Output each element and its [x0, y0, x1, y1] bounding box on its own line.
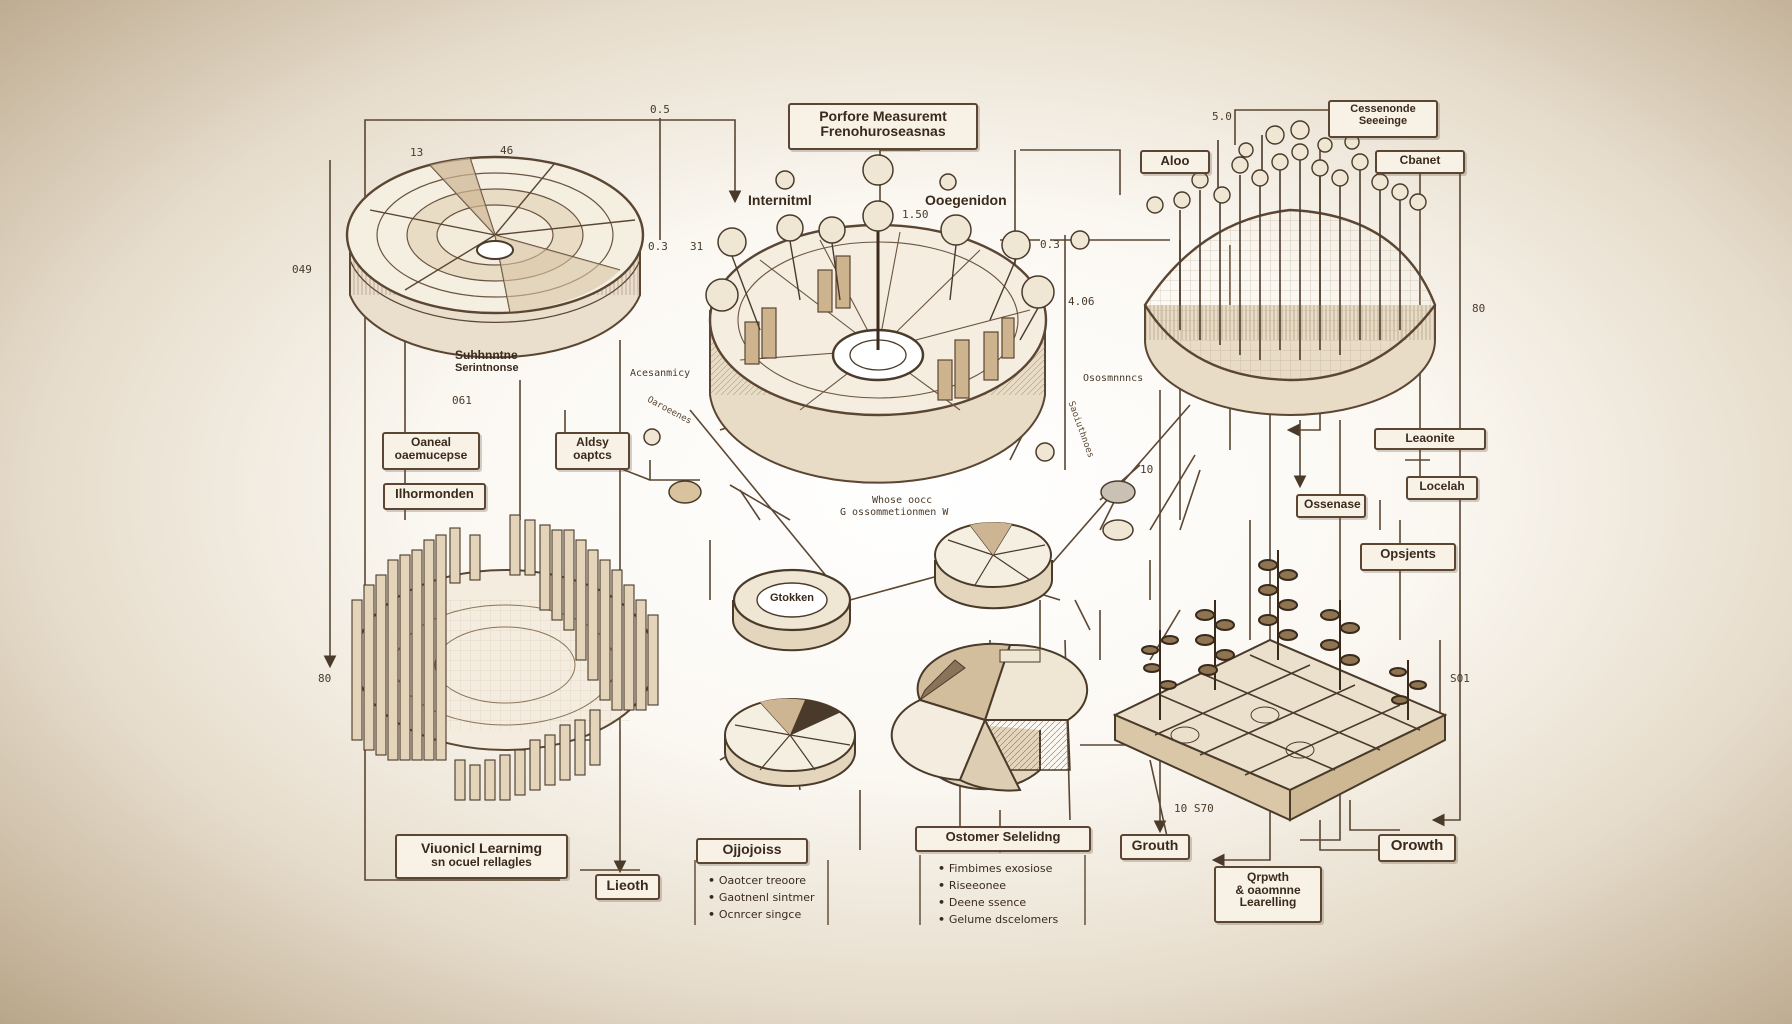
center-caption-line1: Whose oocc [872, 495, 933, 506]
title-box: Porfore Measuremt Frenohuroseasnas [788, 103, 978, 150]
central-disc [705, 154, 1055, 484]
box-lieoth: Lieoth [595, 874, 660, 900]
wheel-label-line1: Suhhnntne [455, 348, 518, 362]
box-ilhormonden: Ilhormonden [383, 483, 486, 510]
annot-13: 13 [410, 146, 424, 159]
oaneal-line1: Oaneal [410, 435, 452, 449]
annot-top-right: 5.0 [1212, 110, 1232, 123]
aldsy-line1: Aldsy [576, 435, 609, 449]
box-grouth: Grouth [1120, 834, 1190, 860]
bullet-brackets [694, 855, 1086, 925]
pie-bottom-left [724, 698, 856, 787]
viuonicl-line2: sn ocuel rellagles [431, 854, 532, 869]
wheel-label-line2: Serintnonse [455, 362, 519, 374]
qrpwth-line1: Qrpwth [1247, 870, 1289, 884]
exploded-pie [890, 642, 1089, 792]
annot-061: 061 [452, 394, 472, 407]
annot-10-s70: 10 S70 [1174, 802, 1214, 815]
title-line2: Frenohuroseasnas [820, 122, 946, 139]
annot-top-left: 0.5 [650, 103, 670, 116]
annot-08: 0.3 [1040, 238, 1060, 251]
objectss-item-2: Gaotnenl sintmer [708, 889, 815, 906]
pin-field-disc [1143, 120, 1437, 416]
box-cbanet: Cbanet [1375, 150, 1465, 174]
box-cessenonde: Cessenonde Seeeinge [1328, 100, 1438, 138]
label-internitml: Internitml [748, 192, 812, 208]
oaneal-line2: oaemucepse [394, 447, 468, 462]
box-ossenase: Ossenase [1296, 494, 1366, 518]
box-ostomer-selelidng: Ostomer Selelidng [915, 826, 1091, 852]
aldsy-line2: oaptcs [573, 447, 612, 462]
hub-disc [732, 568, 852, 652]
annot-049: 049 [292, 263, 312, 276]
box-leaonite: Leaonite [1374, 428, 1486, 450]
annot-s01: S01 [1450, 672, 1470, 685]
cessence-line1: Cessenonde [1350, 103, 1416, 115]
customer-item-3: Deene ssence [938, 894, 1058, 911]
bar-ring [351, 514, 659, 801]
decorative-knobs [643, 230, 1136, 541]
qrpwth-line3: Learelling [1239, 895, 1297, 910]
box-opsjents: Opsjents [1360, 543, 1456, 571]
annot-46: 46 [500, 144, 514, 157]
annot-31: 31 [690, 240, 704, 253]
customer-item-4: Gelume dscelomers [938, 911, 1058, 928]
qrpwth-line2: & oaomnne [1235, 882, 1301, 897]
box-aloo: Aloo [1140, 150, 1210, 174]
box-locelah: Locelah [1406, 476, 1478, 500]
box-qrpwth-learning: Qrpwth & oaomnne Learelling [1214, 866, 1322, 923]
viuonicl-line1: Viuonicl Learnimg [420, 840, 543, 856]
pie-wheel-disc [345, 155, 645, 359]
plant-grid [1112, 550, 1448, 822]
annot-150: 1.50 [902, 208, 929, 221]
box-viuonicl-learning: Viuonicl Learnimg sn ocuel rellagles [395, 834, 568, 879]
customer-item-1: Fimbimes exosiose [938, 860, 1058, 877]
annot-406: 4.06 [1068, 295, 1095, 308]
annot-80: 80 [318, 672, 332, 685]
annot-89: 80 [1472, 302, 1486, 315]
customer-list: Fimbimes exosiose Riseeonee Deene ssence… [938, 860, 1058, 928]
hub-label: Gtokken [770, 592, 815, 604]
annot-10: 10 [1140, 463, 1154, 476]
box-aldsy: Aldsy oaptcs [555, 432, 630, 470]
customer-item-2: Riseeonee [938, 877, 1058, 894]
side-note-1: Acesanmicy [630, 368, 691, 379]
center-caption-line2: G ossommetionmen W [840, 507, 949, 518]
box-ojjojoiss: Ojjojoiss [696, 838, 808, 864]
objectss-item-1: Oaotcer treoore [708, 872, 815, 889]
label-ooegenidon: Ooegenidon [925, 192, 1007, 208]
objectss-item-3: Ocnrcer singce [708, 906, 815, 923]
objectss-list: Oaotcer treoore Gaotnenl sintmer Ocnrcer… [708, 872, 815, 923]
small-pie-top [934, 522, 1053, 610]
title-line1: Porfore Measuremt [819, 108, 947, 124]
annot-03: 0.3 [648, 240, 668, 253]
box-orowth: Orowth [1378, 834, 1456, 862]
box-oaneal: Oaneal oaemucepse [382, 432, 480, 470]
cessence-line2: Seeeinge [1358, 114, 1408, 127]
side-note-2: Ososmnnncs [1083, 373, 1144, 384]
